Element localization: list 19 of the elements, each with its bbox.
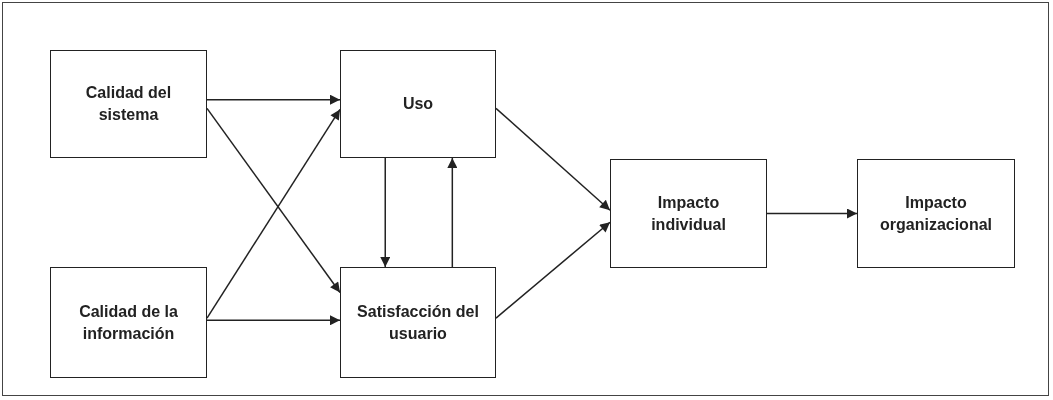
- box-label: Calidad de la información: [78, 301, 179, 344]
- process-box: [610, 159, 767, 268]
- box-label: Uso: [401, 94, 435, 115]
- process-box: [340, 267, 496, 378]
- box-label: Calidad del sistema: [84, 83, 173, 125]
- box-label: Satisfacción del usuario: [356, 301, 480, 344]
- arrow: [766, 208, 858, 219]
- arrow: [447, 157, 458, 268]
- process-box: [340, 50, 496, 158]
- arrow: [206, 94, 341, 105]
- arrow: [206, 315, 341, 326]
- process-box: [50, 50, 207, 158]
- arrow: [380, 157, 391, 268]
- process-box: [50, 267, 207, 378]
- box-label: Impacto organizacional: [879, 192, 993, 235]
- box-label: Impacto individual: [650, 192, 727, 235]
- process-box: [857, 159, 1015, 268]
- arrow: [495, 221, 611, 319]
- arrow: [495, 107, 611, 211]
